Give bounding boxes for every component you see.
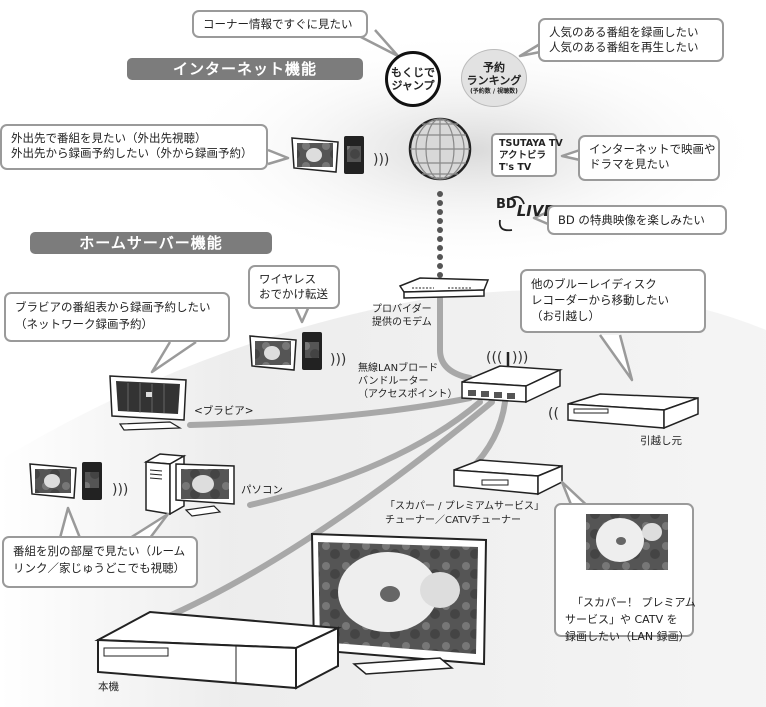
main-tv-device bbox=[310, 532, 488, 675]
network-rec-reservation-bubble: ブラビアの番組表から録画予約したい （ネットワーク録画予約） bbox=[4, 292, 230, 342]
modem-device bbox=[398, 277, 490, 299]
svg-text:))): ))) bbox=[512, 350, 528, 366]
bd-live-bd: BD bbox=[496, 197, 517, 212]
ranking-circle-badge: 予約 ランキング (予約数 / 視聴数) bbox=[461, 49, 527, 107]
svg-text:))): ))) bbox=[330, 352, 346, 368]
router-label: 無線LANブロード バンドルーター （アクセスポイント） bbox=[358, 363, 458, 400]
wireless-transfer-bubble: ワイヤレス おでかけ転送 bbox=[248, 265, 340, 309]
main-unit-label: 本機 bbox=[98, 681, 119, 693]
bd-live-logo bbox=[498, 195, 525, 232]
vod-services-box: TSUTAYA TV アクトビラ T's TV bbox=[491, 133, 563, 177]
bd-live-bubble: BD の特典映像を楽しみたい bbox=[547, 205, 727, 235]
source-recorder-device: (( bbox=[548, 393, 699, 430]
ranking-circle-title: 予約 ランキング bbox=[466, 60, 522, 87]
ranking-circle-sub: (予約数 / 視聴数) bbox=[470, 87, 518, 95]
section-header-internet: インターネット機能 bbox=[127, 58, 363, 80]
globe-icon bbox=[408, 117, 472, 181]
svg-text:))): ))) bbox=[112, 482, 128, 498]
move-source-label: 引越し元 bbox=[640, 435, 682, 447]
svg-text:(((: ((( bbox=[486, 350, 502, 366]
ranking-bubble: 人気のある番組を録画したい 人気のある番組を再生したい bbox=[538, 18, 724, 62]
remote-tablet-phone: ))) bbox=[291, 136, 389, 174]
router-device: ((( ))) bbox=[461, 350, 563, 404]
lan-recording-text: 「スカパー！ プレミアム サービス」や CATV を 録画したい（LAN 録画） bbox=[565, 596, 696, 643]
move-recording-bubble: 他のブルーレイディスク レコーダーから移動したい （お引越し） bbox=[520, 269, 706, 333]
lan-recording-bubble: 「スカパー！ プレミアム サービス」や CATV を 録画したい（LAN 録画） bbox=[554, 503, 696, 643]
vod-bubble: インターネットで映画や ドラマを見たい bbox=[578, 135, 720, 181]
pc-monitor-device bbox=[175, 463, 235, 517]
tuner-device bbox=[453, 459, 563, 496]
modem-label: プロバイダー 提供のモデム bbox=[372, 304, 432, 328]
bravia-label: <ブラビア> bbox=[194, 405, 254, 417]
jump-circle-text: もくじで ジャンプ bbox=[391, 66, 435, 92]
remote-viewing-bubble: 外出先で番組を見たい（外出先視聴） 外出先から録画予約したい（外から録画予約） bbox=[0, 124, 268, 170]
pc-label: パソコン bbox=[241, 484, 283, 496]
tuner-label: 「スカパー / プレミアムサービス」 チューナー／CATVチューナー bbox=[385, 501, 545, 526]
bd-live-live: LIVE bbox=[516, 202, 554, 220]
wireless-transfer-tablet-phone: ))) bbox=[249, 332, 346, 371]
jump-circle-badge: もくじで ジャンプ bbox=[385, 51, 441, 107]
main-unit-recorder bbox=[94, 610, 342, 690]
section-header-home-server: ホームサーバー機能 bbox=[30, 232, 272, 254]
svg-text:((: (( bbox=[548, 406, 559, 422]
room-link-bubble: 番組を別の部屋で見たい（ルーム リンク／家じゅうどこでも視聴） bbox=[2, 536, 198, 588]
bravia-tv-device bbox=[109, 375, 187, 431]
svg-text:))): ))) bbox=[373, 152, 389, 168]
bd-live-logo-text: BDLIVE bbox=[496, 196, 554, 219]
roomlink-tablet-phone: ))) bbox=[29, 462, 128, 500]
dotted-connection bbox=[437, 191, 443, 278]
jump-bubble: コーナー情報ですぐに見たい bbox=[192, 10, 368, 38]
